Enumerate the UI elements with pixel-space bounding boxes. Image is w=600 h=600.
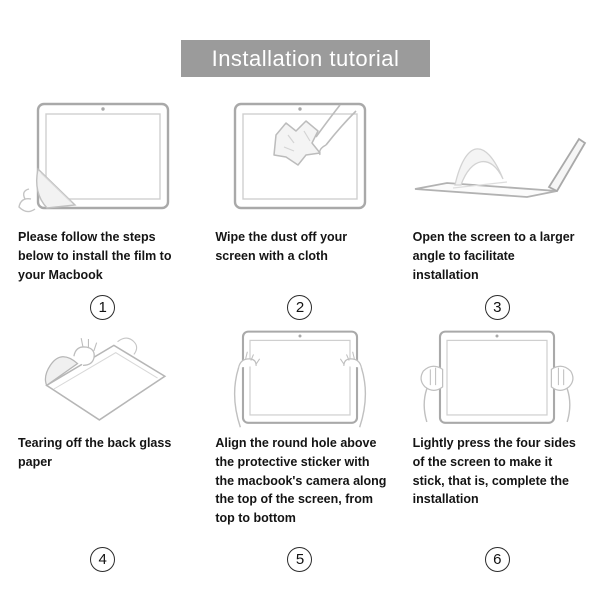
step-6-illustration — [407, 328, 588, 430]
step-5-illustration — [209, 328, 390, 430]
circled-number-5: 5 — [287, 547, 313, 572]
circled-number-2: 2 — [287, 295, 313, 320]
align-film-icon — [233, 330, 367, 428]
step-3: Open the screen to a larger angle to fac… — [407, 92, 588, 328]
step-4-caption: Tearing off the back glass paper — [18, 436, 172, 469]
step-5-number: 5 — [209, 547, 390, 580]
step-5-caption: Align the round hole above the protectiv… — [215, 436, 387, 525]
title-banner: Installation tutorial — [181, 40, 430, 77]
step-1-caption: Please follow the steps below to install… — [18, 230, 172, 282]
circled-number-6: 6 — [484, 547, 510, 572]
circled-number-1: 1 — [90, 295, 116, 320]
circled-number-3: 3 — [484, 295, 510, 320]
tear-back-paper-icon — [44, 337, 166, 421]
circled-number-4: 4 — [90, 547, 116, 572]
step-2: Wipe the dust off your screen with a clo… — [209, 92, 390, 328]
step-5: Align the round hole above the protectiv… — [209, 328, 390, 580]
step-6: Lightly press the four sides of the scre… — [407, 328, 588, 580]
step-4-illustration — [12, 328, 193, 430]
macbook-screen-film-peel-icon — [17, 102, 169, 213]
step-2-caption: Wipe the dust off your screen with a clo… — [215, 230, 348, 263]
step-6-number: 6 — [407, 547, 588, 580]
step-3-illustration — [407, 92, 588, 224]
step-4: Tearing off the back glass paper 4 — [12, 328, 193, 580]
step-3-number: 3 — [407, 295, 588, 328]
step-1-number: 1 — [12, 295, 193, 328]
step-3-caption: Open the screen to a larger angle to fac… — [412, 230, 575, 282]
steps-grid: Please follow the steps below to install… — [12, 92, 588, 580]
step-2-number: 2 — [209, 295, 390, 328]
step-1-illustration — [12, 92, 193, 224]
step-2-illustration — [209, 92, 390, 224]
page-title: Installation tutorial — [211, 45, 400, 71]
step-1: Please follow the steps below to install… — [12, 92, 193, 328]
wipe-cloth-icon — [233, 102, 367, 210]
press-sides-icon — [420, 330, 574, 424]
step-6-caption: Lightly press the four sides of the scre… — [412, 436, 576, 507]
open-laptop-icon — [415, 137, 587, 198]
step-4-number: 4 — [12, 547, 193, 580]
